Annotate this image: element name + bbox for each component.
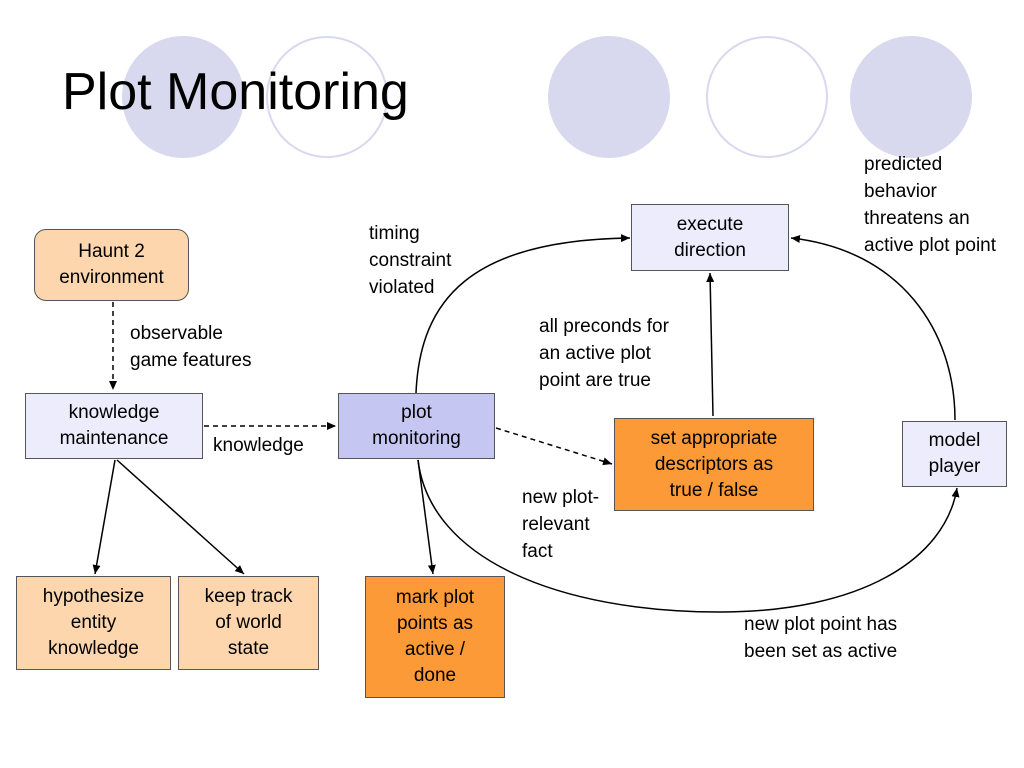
decor-circle-2	[266, 36, 388, 158]
arrow-descriptors-to-execute	[706, 272, 715, 417]
label-new-plot-relevant-fact: new plot- relevant fact	[522, 487, 600, 562]
label-timing-constraint-violated: timing constraint violated	[369, 223, 452, 298]
node-knowledge-maintenance: knowledge maintenance	[25, 393, 203, 459]
arrow-plot-to-model	[417, 459, 960, 613]
arrow-knowledge-to-keeptrack	[116, 459, 245, 575]
node-mark-plot-points: mark plot points as active / done	[365, 576, 505, 698]
decor-circle-1	[122, 36, 244, 158]
page-title: Plot Monitoring	[62, 63, 409, 121]
arrow-plot-to-descriptors	[495, 427, 613, 466]
arrow-model-to-execute	[790, 235, 956, 421]
label-observable-game-features: observable game features	[130, 323, 252, 371]
node-haunt-environment: Haunt 2 environment	[34, 229, 189, 301]
arrow-knowledge-to-hypothesize	[92, 459, 116, 575]
arrow-plot-to-execute	[415, 234, 631, 394]
node-execute-direction: execute direction	[631, 204, 789, 271]
node-model-player: model player	[902, 421, 1007, 487]
label-all-preconds: all preconds for an active plot point ar…	[539, 316, 669, 391]
label-new-plot-point-active: new plot point has been set as active	[744, 614, 898, 662]
node-hypothesize-entity-knowledge: hypothesize entity knowledge	[16, 576, 171, 670]
node-keep-track-world-state: keep track of world state	[178, 576, 319, 670]
label-knowledge: knowledge	[213, 435, 304, 456]
decor-circle-5	[850, 36, 972, 158]
node-set-descriptors: set appropriate descriptors as true / fa…	[614, 418, 814, 511]
node-plot-monitoring: plot monitoring	[338, 393, 495, 459]
decor-circle-4	[706, 36, 828, 158]
arrow-plot-to-mark	[417, 459, 436, 575]
label-predicted-behavior: predicted behavior threatens an active p…	[864, 154, 997, 256]
decor-circle-3	[548, 36, 670, 158]
